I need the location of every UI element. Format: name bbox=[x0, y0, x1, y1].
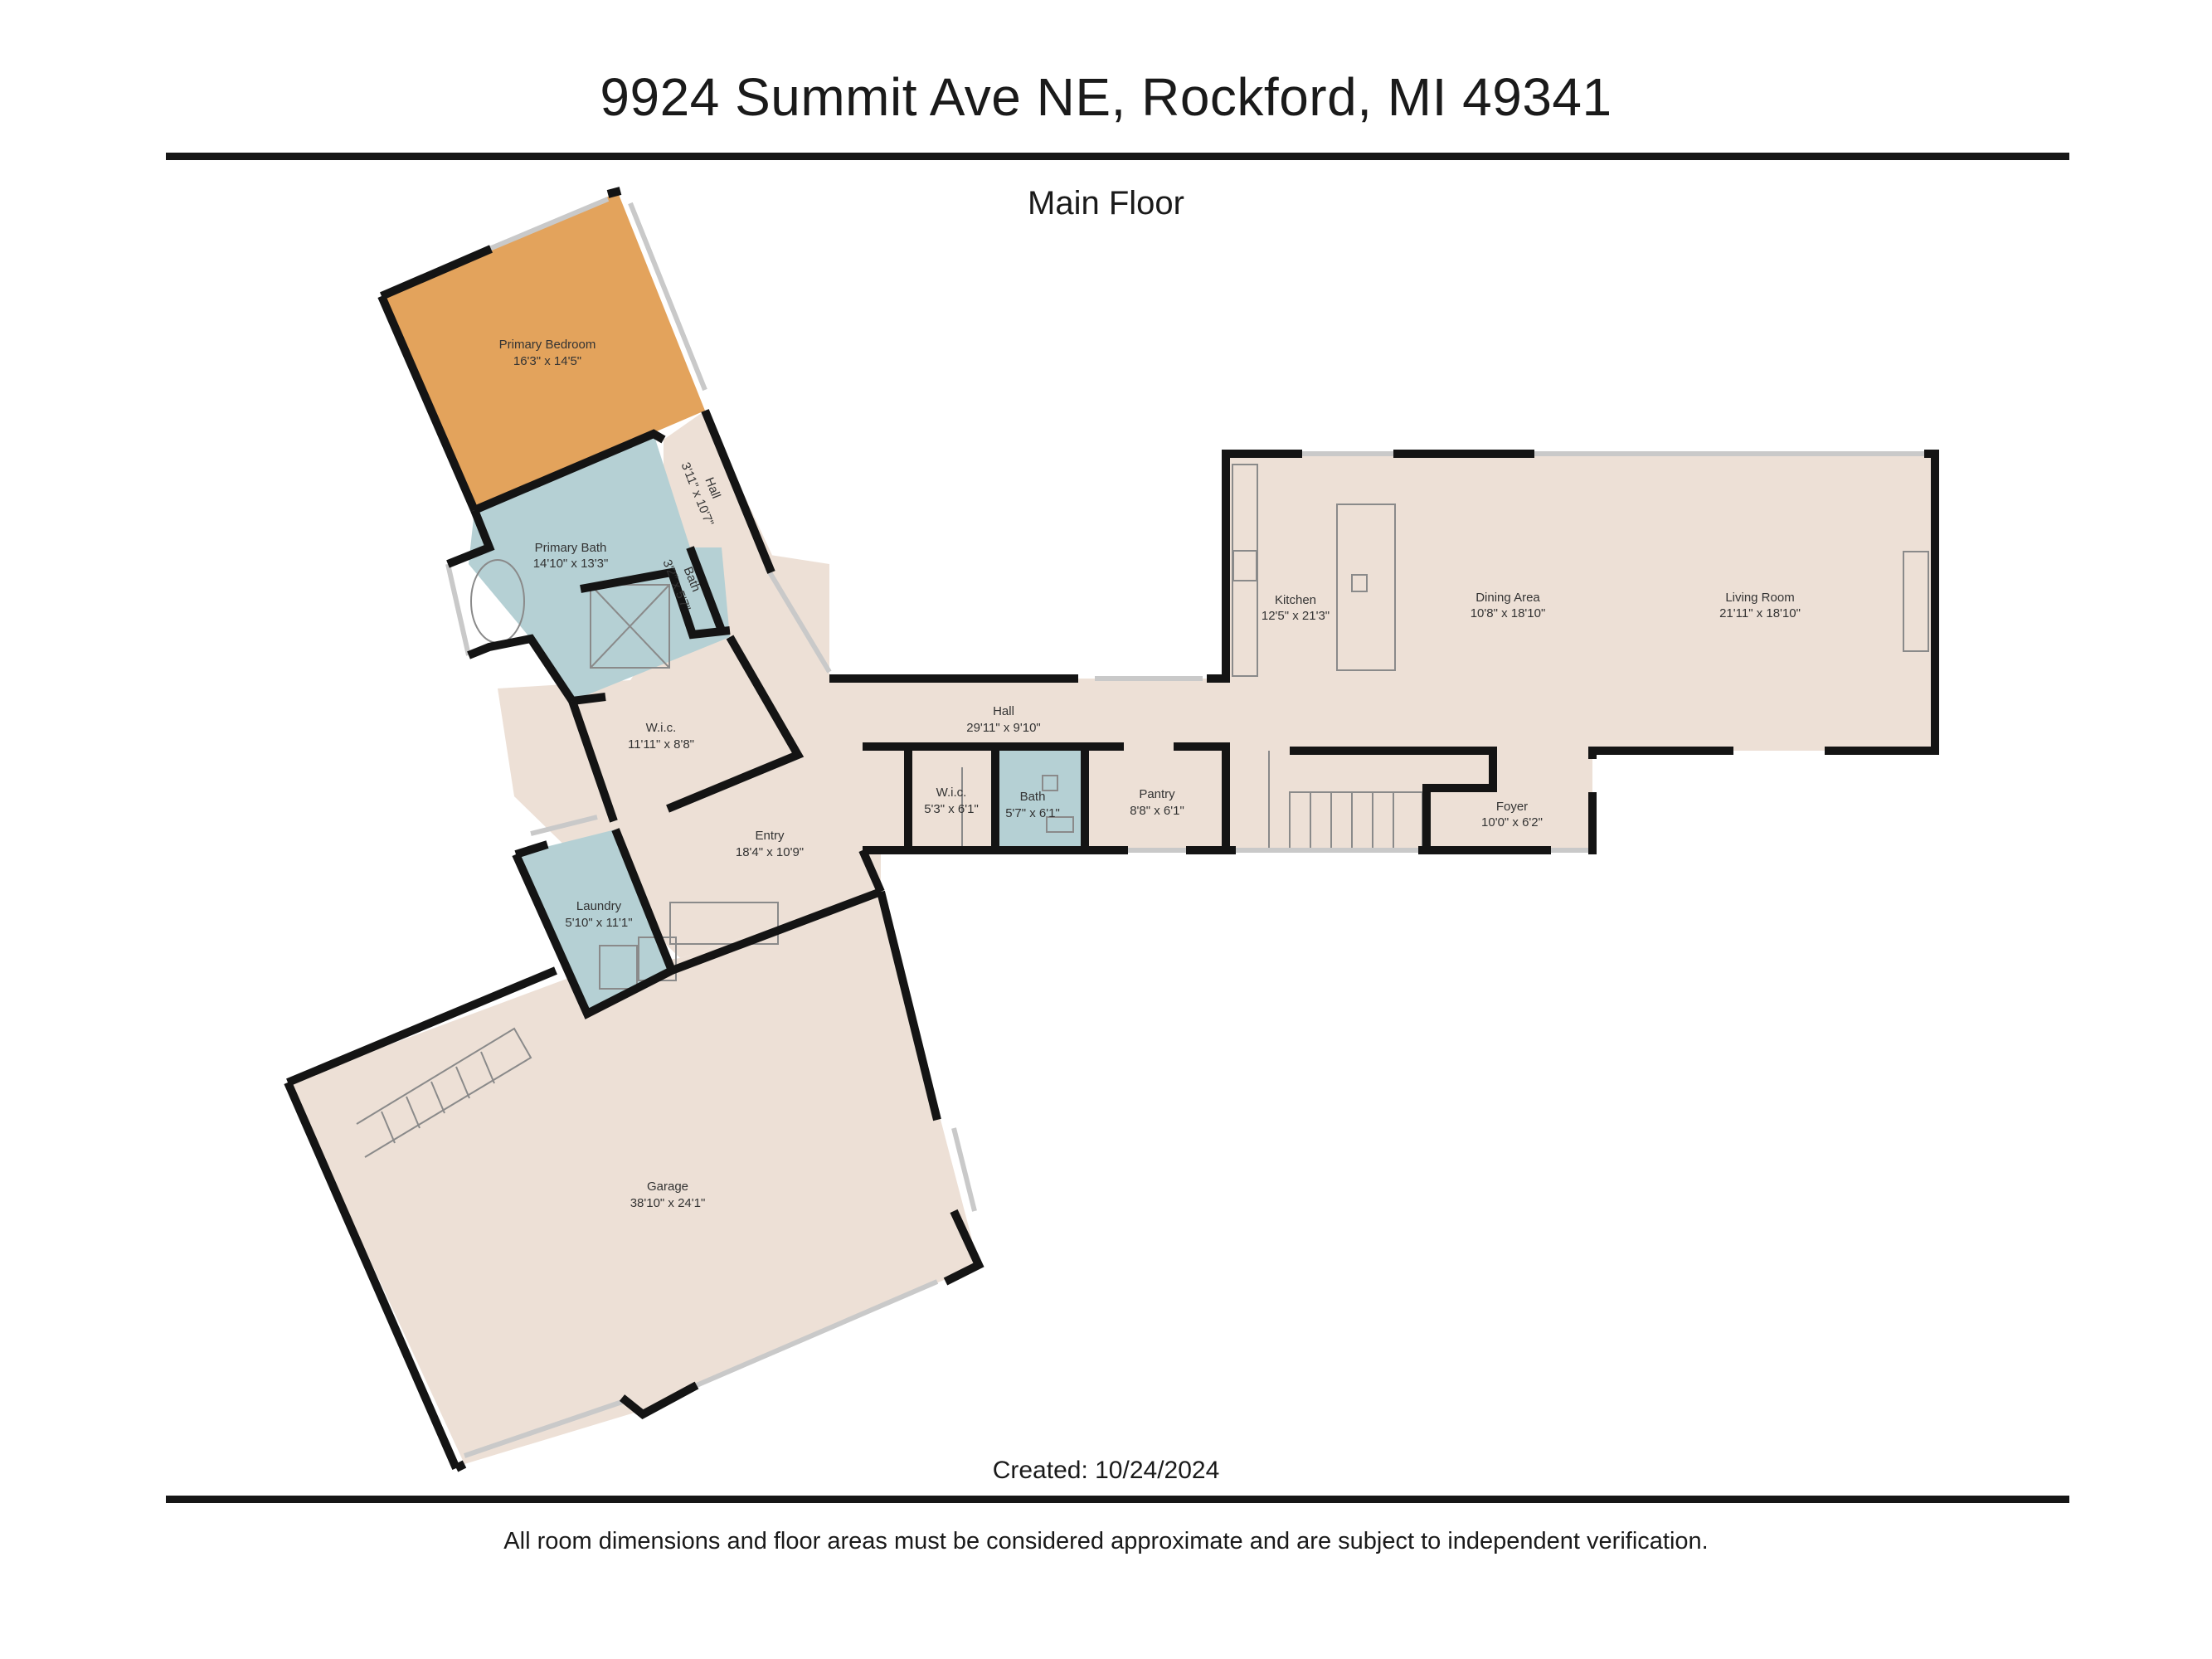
garage-name: Garage bbox=[647, 1180, 688, 1194]
laundry-wall bbox=[512, 828, 678, 1019]
wic-large-dims: 11'11" x 8'8" bbox=[628, 737, 694, 752]
window bbox=[488, 197, 610, 251]
garage-fill bbox=[288, 892, 979, 1464]
bedroom-bath-wall bbox=[473, 429, 666, 514]
laundry-north-wall bbox=[514, 840, 549, 859]
entry-dims: 18'4" x 10'9" bbox=[736, 845, 804, 859]
bath-toilet bbox=[1046, 816, 1074, 833]
garage-stairs bbox=[356, 1027, 532, 1158]
bath-tub-wall bbox=[467, 634, 576, 703]
primary-bedroom-name: Primary Bedroom bbox=[499, 338, 596, 352]
stair-tread bbox=[381, 1111, 396, 1144]
bath-main-name: Bath bbox=[1020, 790, 1046, 804]
bath-main-dims: 5'7" x 6'1" bbox=[1005, 806, 1060, 820]
dining-name: Dining Area bbox=[1475, 591, 1540, 605]
kitchen-dims: 12'5" x 21'3" bbox=[1262, 609, 1330, 623]
stair-tread bbox=[480, 1051, 495, 1084]
bath-sink bbox=[1042, 775, 1058, 791]
foyer-east-wall bbox=[1588, 792, 1597, 854]
hall-main-dims: 29'11" x 9'10" bbox=[966, 721, 1041, 735]
footer-divider bbox=[166, 1496, 2069, 1503]
living-name: Living Room bbox=[1725, 591, 1794, 605]
walls bbox=[284, 187, 1939, 1472]
fireplace bbox=[1903, 551, 1929, 652]
kitchen-name: Kitchen bbox=[1275, 593, 1316, 607]
floor-fills bbox=[288, 192, 1935, 1464]
stair-tread bbox=[406, 1096, 421, 1129]
primary-bedroom-dims: 16'3" x 14'5" bbox=[513, 354, 581, 368]
garage-dims: 38'10" x 24'1" bbox=[630, 1196, 706, 1210]
kitchen-island bbox=[1336, 504, 1396, 671]
bedroom-north-wall bbox=[380, 245, 493, 300]
foyer-stair-wall bbox=[1290, 747, 1497, 850]
windows bbox=[445, 197, 1937, 1458]
garage-north-wall bbox=[286, 966, 557, 1087]
shower-wall bbox=[580, 567, 731, 640]
window bbox=[951, 1127, 977, 1212]
primary-bedroom-fill bbox=[382, 192, 705, 510]
bath-west-wall bbox=[446, 508, 495, 568]
dining-dims: 10'8" x 18'10" bbox=[1471, 606, 1546, 620]
primary-bath-fill bbox=[469, 434, 730, 701]
laundry-name: Laundry bbox=[576, 899, 622, 913]
floor-name: Main Floor bbox=[1028, 185, 1184, 221]
garage-entry-wall bbox=[670, 888, 882, 975]
stair-tread bbox=[455, 1066, 470, 1099]
garage-east-wall-2 bbox=[943, 1209, 984, 1286]
hall-north-wall-2 bbox=[1207, 450, 1302, 683]
pantry-name: Pantry bbox=[1139, 787, 1175, 801]
foyer-name: Foyer bbox=[1496, 800, 1528, 814]
window bbox=[530, 815, 598, 836]
kitchen-sink bbox=[1351, 574, 1368, 592]
entry-name: Entry bbox=[755, 829, 785, 843]
entry-south-wall bbox=[858, 848, 885, 894]
created-date: Created: 10/24/2024 bbox=[992, 1457, 1220, 1484]
primary-bath-name: Primary Bath bbox=[535, 541, 607, 555]
room-labels: Primary Bedroom 16'3" x 14'5" Hall 3'11"… bbox=[499, 338, 1801, 1210]
shower-x2 bbox=[590, 584, 670, 669]
property-address: 9924 Summit Ave NE, Rockford, MI 49341 bbox=[600, 67, 1612, 127]
wic-west-wall bbox=[568, 699, 618, 823]
kitchen-cooktop bbox=[1232, 550, 1257, 581]
laundry-dims: 5'10" x 11'1" bbox=[565, 916, 632, 930]
garage-south-wall bbox=[454, 1460, 467, 1472]
wic-large-name: W.i.c. bbox=[646, 721, 677, 735]
window bbox=[464, 1399, 623, 1458]
window bbox=[695, 1279, 939, 1388]
living-dims: 21'11" x 18'10" bbox=[1719, 606, 1801, 620]
pantry-dims: 8'8" x 6'1" bbox=[1130, 804, 1184, 818]
shower bbox=[590, 584, 670, 669]
stair-tread bbox=[430, 1081, 445, 1114]
garage-east-wall bbox=[877, 890, 941, 1121]
window bbox=[628, 202, 707, 392]
rear-south-wall bbox=[1588, 747, 1733, 759]
hall-main-name: Hall bbox=[993, 704, 1014, 718]
bedroom-corner bbox=[606, 187, 622, 198]
window bbox=[765, 567, 832, 674]
window bbox=[445, 563, 471, 656]
header-divider bbox=[166, 153, 2069, 160]
bath-small-wall bbox=[686, 546, 726, 632]
primary-bath-dims: 14'10" x 13'3" bbox=[533, 557, 609, 571]
hall-south-wall-2 bbox=[1174, 742, 1230, 850]
washer bbox=[599, 945, 638, 990]
wic-wall bbox=[666, 635, 805, 813]
bath-wic-wall bbox=[571, 693, 606, 705]
garage-notch bbox=[619, 1381, 699, 1419]
wic-small-name: W.i.c. bbox=[936, 786, 967, 800]
disclaimer-text: All room dimensions and floor areas must… bbox=[503, 1528, 1709, 1554]
garage-west-wall bbox=[284, 1080, 460, 1471]
rear-east-wall bbox=[1825, 450, 1939, 755]
bedroom-west-wall bbox=[377, 294, 479, 512]
entry-bench bbox=[669, 902, 779, 945]
upper-hall-wall bbox=[701, 409, 775, 574]
main-floor-fill bbox=[498, 454, 1935, 958]
wic-small-dims: 5'3" x 6'1" bbox=[924, 802, 979, 816]
foyer-dims: 10'0" x 6'2" bbox=[1481, 815, 1543, 830]
